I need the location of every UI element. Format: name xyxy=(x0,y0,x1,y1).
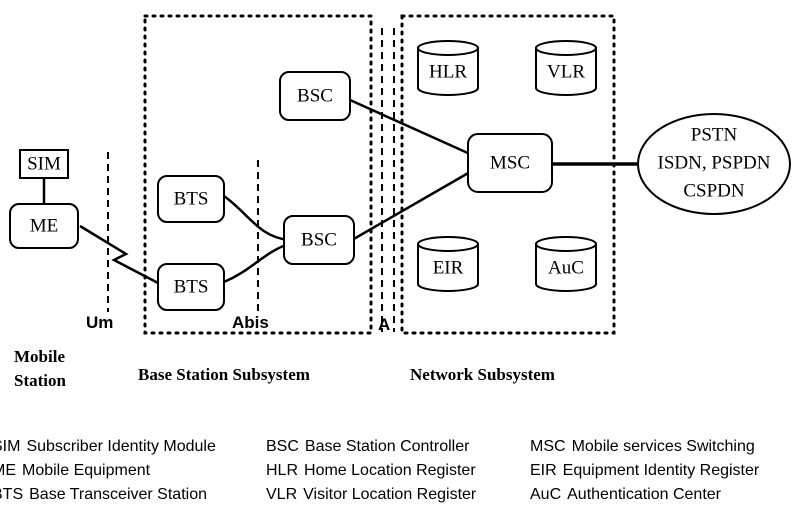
legend-entry: BTS Base Transceiver Station xyxy=(0,486,207,504)
vlr-label: VLR xyxy=(547,61,585,82)
base-station-subsystem-label: Base Station Subsystem xyxy=(138,365,310,384)
pstn-ellipse xyxy=(637,113,791,215)
me-bts-radio-link xyxy=(79,224,161,286)
auc-label: AuC xyxy=(548,257,584,278)
legend-entry: EIR Equipment Identity Register xyxy=(530,462,759,480)
legend-abbr: BSC xyxy=(266,438,299,455)
sim-box xyxy=(19,149,69,179)
bsc-bottom-box xyxy=(283,215,355,265)
hlr-label: HLR xyxy=(429,61,467,82)
legend-definition: Authentication Center xyxy=(567,486,721,503)
legend-definition: Base Station Controller xyxy=(304,438,470,455)
legend-abbr: HLR xyxy=(266,462,299,479)
network-subsystem-label: Network Subsystem xyxy=(410,365,555,384)
legend-definition: Subscriber Identity Module xyxy=(26,438,216,455)
abis-label: Abis xyxy=(232,313,269,332)
legend-definition: Visitor Location Register xyxy=(303,486,477,503)
um-label: Um xyxy=(86,313,113,332)
bts-top-box xyxy=(157,175,225,223)
pstn-label-line3: CSPDN xyxy=(683,180,745,201)
legend-row: BTS Base Transceiver Station VLR Visitor L… xyxy=(0,486,800,508)
msc-box xyxy=(467,133,553,193)
bsc-bottom-msc-link xyxy=(351,170,471,242)
legend-entry: SIM Subscriber Identity Module xyxy=(0,438,216,456)
pstn-label-line1: PSTN xyxy=(691,124,738,145)
hlr-database: HLR xyxy=(417,40,479,96)
legend-abbr: MSC xyxy=(530,438,566,455)
eir-database: EIR xyxy=(417,236,479,292)
legend-entry: VLR Visitor Location Register xyxy=(266,486,476,504)
me-label: ME xyxy=(30,215,59,236)
msc-label: MSC xyxy=(490,152,530,173)
bts-bottom-box xyxy=(157,263,225,311)
legend-abbr: ME xyxy=(0,462,16,479)
bts-bottom-bsc-link xyxy=(223,242,289,284)
legend-definition: Home Location Register xyxy=(304,462,476,479)
a-label: A xyxy=(378,315,390,334)
legend-abbr: EIR xyxy=(530,462,557,479)
bsc-top-box xyxy=(279,71,351,121)
legend-definition: Mobile services Switching xyxy=(571,438,755,455)
legend-entry: AuC Authentication Center xyxy=(530,486,721,504)
sim-label: SIM xyxy=(27,153,61,174)
legend-abbr: BTS xyxy=(0,486,24,503)
bts-top-bsc-link xyxy=(223,194,289,242)
bsc-bottom-label: BSC xyxy=(301,229,337,250)
legend-definition: Base Transceiver Station xyxy=(29,486,207,503)
legend-entry: HLR Home Location Register xyxy=(266,462,476,480)
legend-definition: Mobile Equipment xyxy=(22,462,151,479)
legend-entry: ME Mobile Equipment xyxy=(0,462,150,480)
me-box xyxy=(9,203,79,249)
bts-top-label: BTS xyxy=(174,188,209,209)
bsc-top-label: BSC xyxy=(297,85,333,106)
auc-database: AuC xyxy=(535,236,597,292)
legend-entry: MSC Mobile services Switching xyxy=(530,438,755,456)
vlr-database: VLR xyxy=(535,40,597,96)
legend-entry: BSC Base Station Controller xyxy=(266,438,469,456)
gsm-architecture-diagram: SIM ME BTS BTS BSC BSC MSC HLR VLR EIR A… xyxy=(9,14,791,390)
bts-bottom-label: BTS xyxy=(174,276,209,297)
base-station-subsystem-boundary xyxy=(143,14,373,335)
mobile-station-label-line1: Mobile xyxy=(14,347,65,366)
abbreviation-legend: SIM Subscriber Identity Module BSC Base St… xyxy=(0,434,800,508)
legend-definition: Equipment Identity Register xyxy=(562,462,760,479)
legend-abbr: SIM xyxy=(0,438,21,455)
legend-abbr: VLR xyxy=(266,486,298,503)
eir-label: EIR xyxy=(433,257,464,278)
legend-row: ME Mobile Equipment HLR Home Location Regi… xyxy=(0,462,800,484)
legend-row: SIM Subscriber Identity Module BSC Base St… xyxy=(0,438,800,460)
legend-abbr: AuC xyxy=(530,486,562,503)
pstn-label-line2: ISDN, PSPDN xyxy=(658,152,771,173)
network-subsystem-boundary xyxy=(400,14,616,335)
bsc-top-msc-link xyxy=(349,98,471,156)
mobile-station-label-line2: Station xyxy=(14,371,67,390)
